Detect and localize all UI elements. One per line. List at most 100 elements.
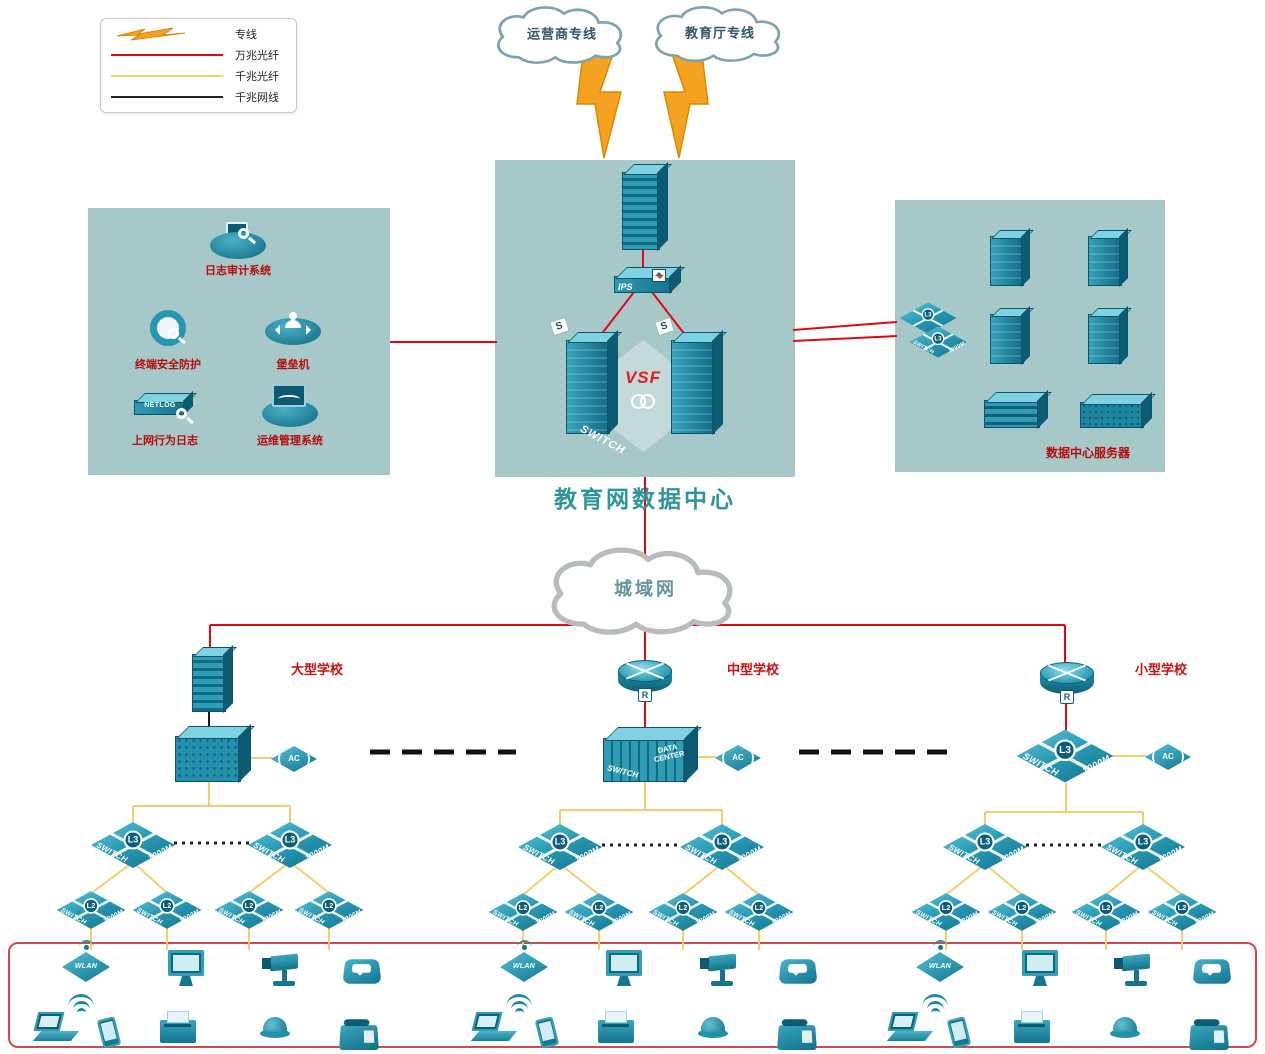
arrow-left-icon: [270, 325, 280, 335]
laptop-screen: [33, 1012, 65, 1031]
camera-pole: [1134, 970, 1139, 982]
switch-tier-badge: L3: [921, 308, 935, 322]
wires-10g-fiber: [209, 250, 1067, 738]
black-line-sample: [111, 96, 223, 98]
small-school-label: 小型学校: [1134, 662, 1187, 677]
ops-screen-icon: [272, 384, 306, 407]
ptz-camera-icon: [258, 953, 302, 987]
legend-row-dedicated-line: 专线: [111, 26, 286, 42]
terminal-security-label: 终端安全防护: [135, 359, 201, 371]
laptop-screen: [887, 1012, 919, 1031]
magnifier-icon: [238, 228, 249, 239]
antenna-icon: [84, 945, 89, 950]
laptop-keyboard: [470, 1031, 518, 1041]
l3-switch: L3: [899, 302, 957, 334]
wifi-signal-icon: [502, 990, 536, 1018]
router-badge: R: [1060, 690, 1074, 704]
ac-controller-icon: AC: [715, 745, 761, 771]
switch-tier-badge: L3: [123, 830, 143, 850]
laptop-keyboard: [32, 1031, 80, 1041]
desktop-icon: [1020, 950, 1060, 987]
signal-arc-icon: [745, 751, 754, 765]
printer-icon: [1014, 1011, 1050, 1043]
signal-arc-icon: [517, 940, 532, 955]
voip-device-icon: [778, 959, 818, 984]
yellow-line-sample: [111, 75, 223, 77]
rack-server-icon: [1088, 314, 1122, 364]
router-top: [1040, 662, 1094, 684]
dome-camera-icon: [260, 1016, 290, 1038]
man-cloud: 城域网: [538, 545, 753, 640]
cloud-icon: [551, 547, 733, 635]
router-icon: R: [1040, 662, 1094, 704]
switch-tier-badge: L3: [712, 832, 732, 852]
antenna-icon: [522, 945, 527, 950]
ac-controller-icon: AC: [1145, 744, 1191, 770]
cloud-label: 城域网: [614, 578, 677, 599]
camera-lens: [700, 958, 709, 969]
log-audit-label: 日志审计系统: [205, 265, 271, 277]
cloud-label: 教育厅专线: [684, 25, 755, 41]
vsf-label: VSF: [624, 368, 662, 387]
school-server-icon: [175, 736, 241, 782]
telephone-icon: [777, 1025, 817, 1050]
camera-body: [708, 953, 736, 972]
dome-camera-icon: [698, 1016, 728, 1038]
desktop-icon: [166, 950, 206, 987]
switch-tier-badge: L2: [1014, 900, 1030, 917]
laptop-keyboard: [886, 1031, 934, 1041]
rack-unit-icon: [984, 400, 1040, 428]
school-firewall-icon: [192, 654, 226, 712]
wires-1g-fiber: [90, 755, 1183, 950]
bastion-label: 堡垒机: [276, 359, 310, 371]
switch-tier-badge: L2: [751, 900, 767, 917]
screen: [606, 950, 642, 976]
l3-switch: L3 SWITCH 1000M: [909, 326, 967, 358]
cloud-icon: [655, 6, 781, 63]
wlan-label: WLAN: [512, 963, 536, 970]
switch-tier-badge: L3: [1054, 739, 1076, 762]
cloud-icon: [497, 6, 623, 64]
signal-arc-icon: [79, 940, 94, 955]
dotted-separators: [174, 841, 1102, 847]
signal-arc-icon: [301, 752, 310, 766]
education-cloud: 教育厅专线: [645, 4, 795, 66]
ops-mgmt-label: 运维管理系统: [257, 435, 323, 447]
antenna-icon: [938, 945, 943, 950]
signal-arc-icon: [1175, 750, 1184, 764]
laptop-icon: [880, 1012, 934, 1042]
switch-tier-badge: L2: [938, 900, 954, 917]
switch-tier-badge: L2: [321, 898, 337, 915]
camera-pole: [720, 970, 725, 982]
router-badge: R: [638, 688, 652, 702]
chassis-switch-label: SWITCH: [606, 763, 640, 780]
switch-tier-badge: L2: [1174, 900, 1190, 917]
laptop-icon: [26, 1012, 80, 1042]
switch-tier-badge: L2: [83, 898, 99, 915]
camera-lens: [1114, 958, 1123, 969]
camera-pole: [282, 970, 287, 982]
printer-icon: [598, 1011, 634, 1043]
lightning-icon: [116, 27, 186, 41]
wifi-signal-icon: [918, 990, 952, 1018]
carrier-cloud: 运营商专线: [487, 4, 637, 68]
switch-tier-badge: L3: [1133, 832, 1153, 852]
switch-tier-badge: L2: [515, 900, 531, 917]
switch-tier-badge: L3: [975, 832, 995, 852]
dome-camera-icon: [1110, 1016, 1140, 1038]
signal-arc-icon: [933, 940, 948, 955]
ac-controller-icon: AC: [271, 746, 317, 772]
ac-label: AC: [732, 753, 744, 762]
rack-server-icon: [990, 314, 1024, 364]
legend-label: 万兆光纤: [235, 50, 279, 62]
camera-body: [270, 953, 298, 972]
